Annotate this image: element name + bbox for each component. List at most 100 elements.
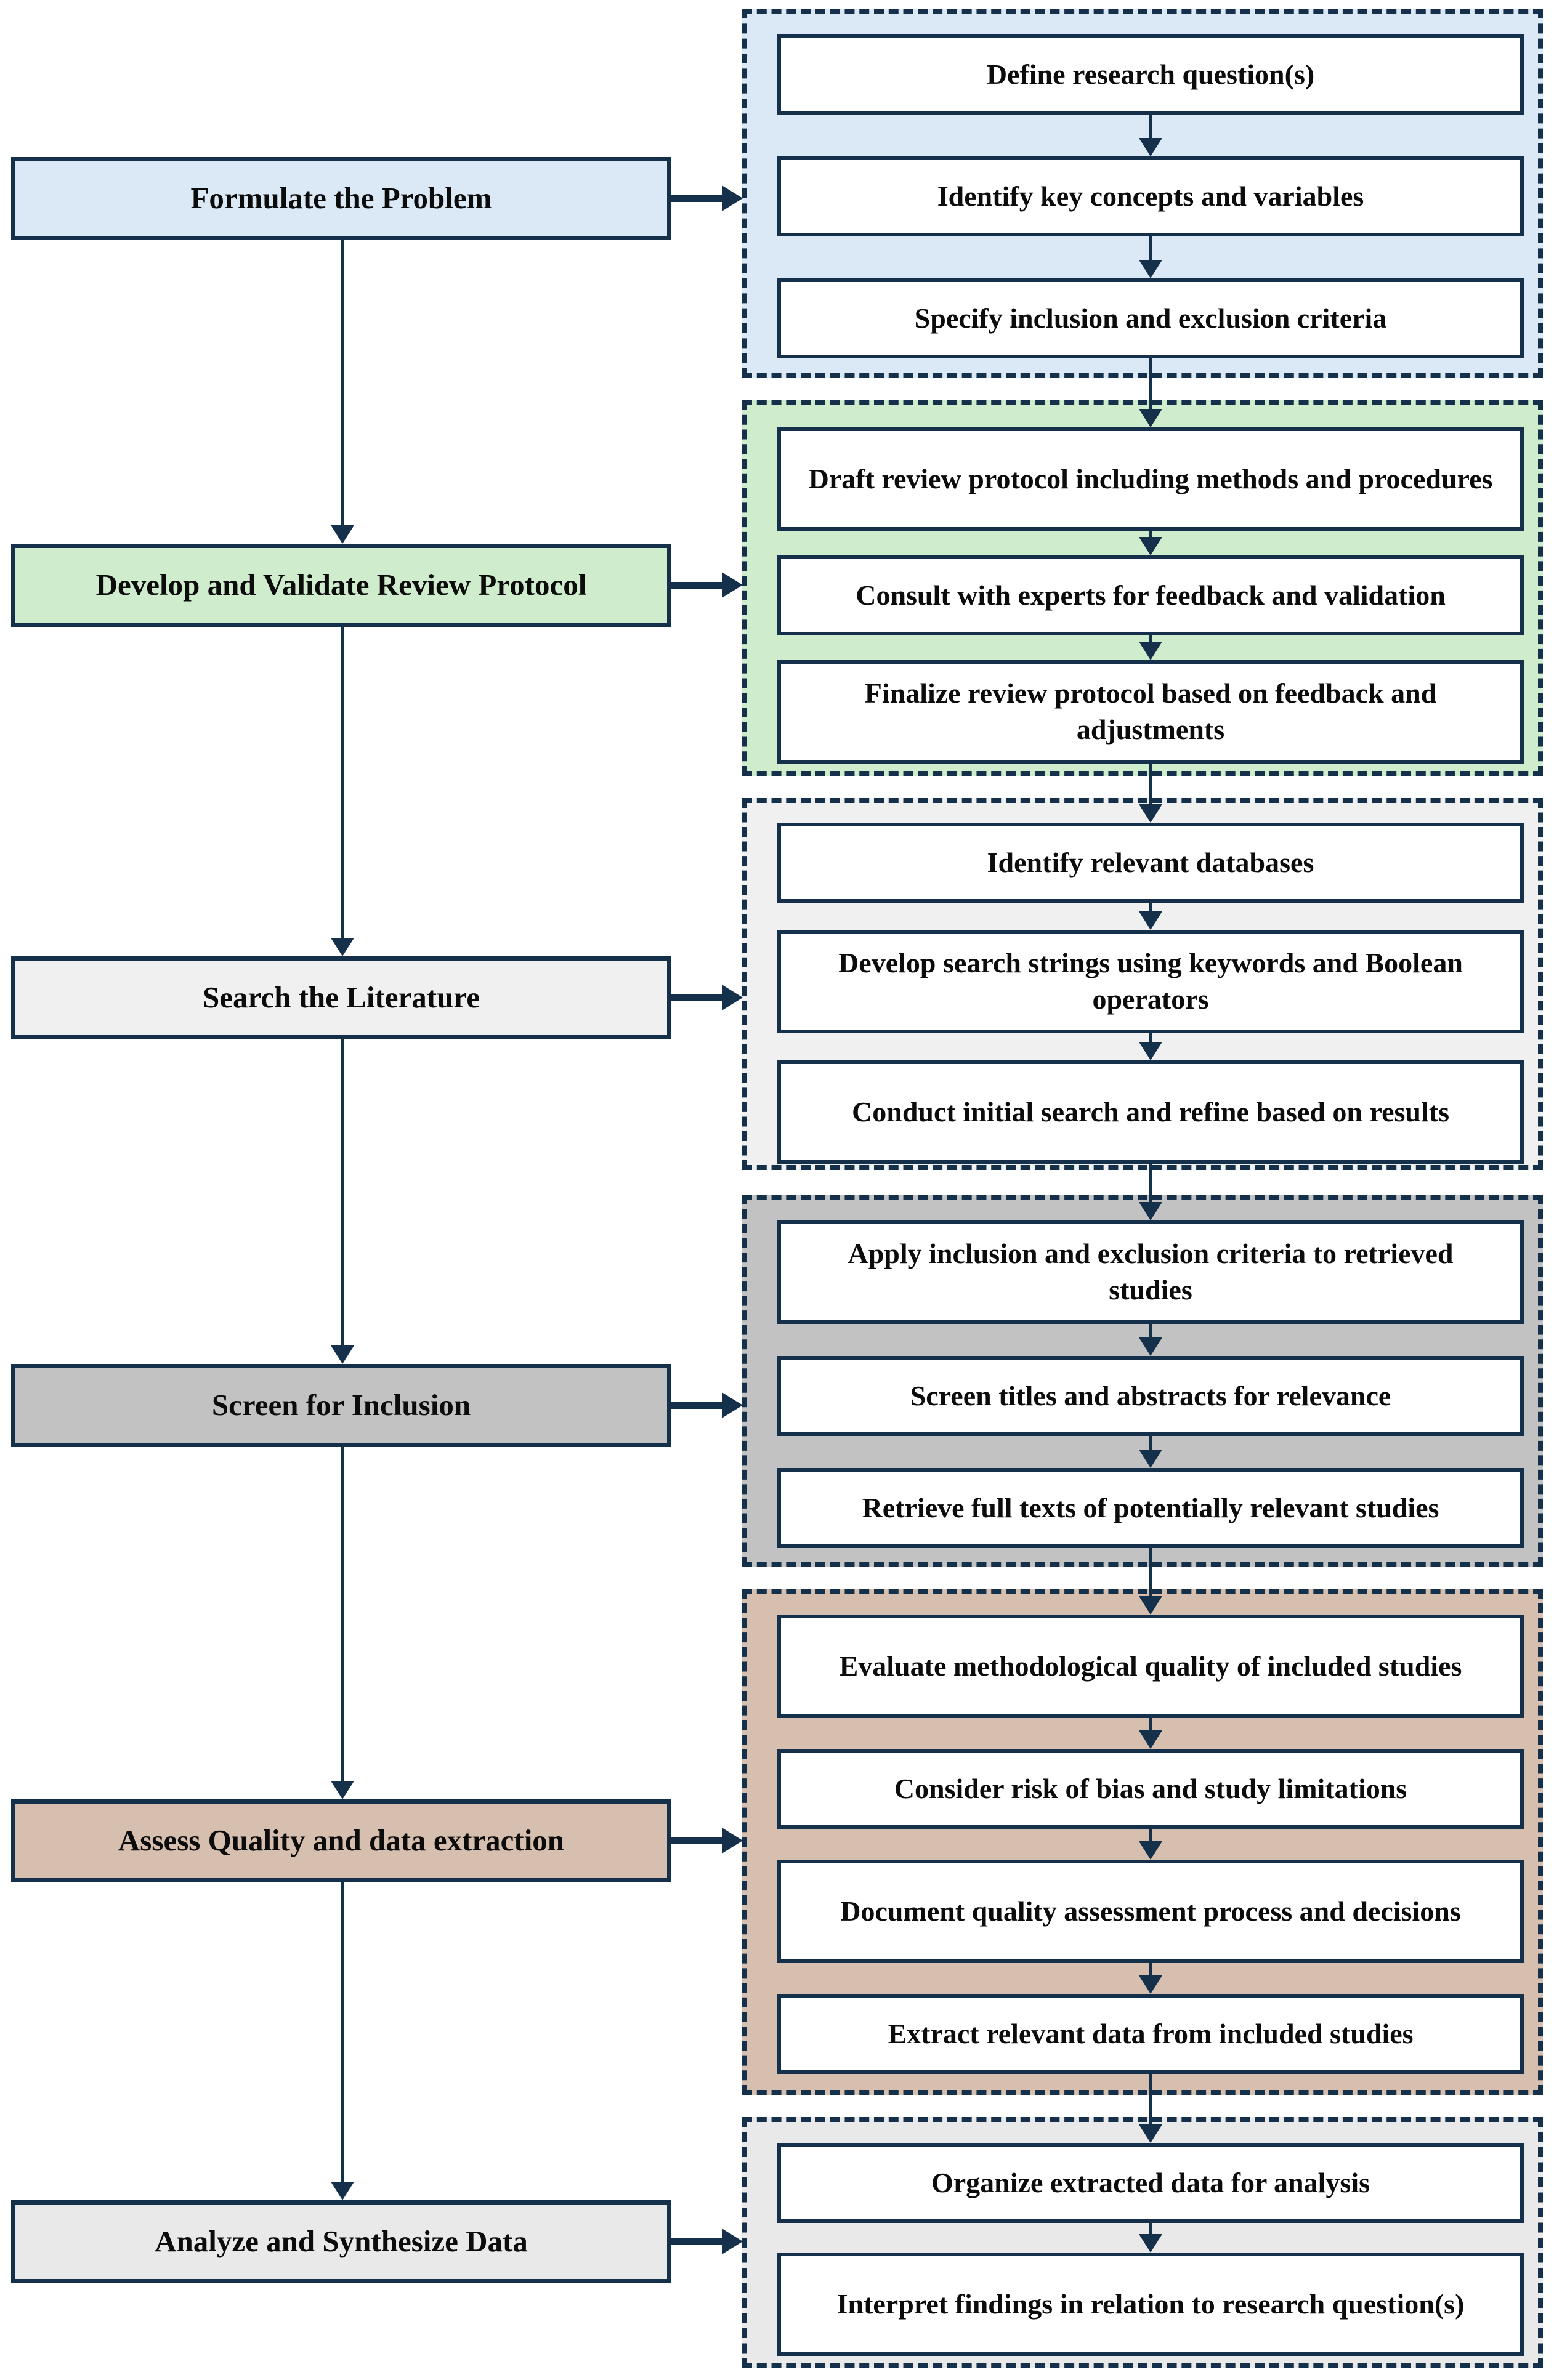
step-box-consider-bias: Consider risk of bias and study limitati…	[777, 1749, 1524, 1829]
connector-stage1-stage2	[341, 240, 344, 526]
arrowhead-g5-s1	[1139, 1596, 1162, 1615]
step-box-specify-criteria: Specify inclusion and exclusion criteria	[777, 278, 1524, 358]
connector-g1-s1-s2	[1149, 115, 1152, 139]
arrowhead-stage5	[331, 1781, 354, 1799]
connector-g4-s2-s3	[1149, 1436, 1152, 1452]
arrowhead-stage6	[331, 2182, 354, 2200]
arrowhead-g4-s3	[1139, 1450, 1162, 1468]
connector-group4-group5	[1149, 1548, 1152, 1599]
arrowhead-g2-s1	[1139, 409, 1162, 427]
arrow-stage5-to-group	[671, 1837, 723, 1844]
step-label: Finalize review protocol based on feedba…	[864, 677, 1437, 745]
connector-g4-s1-s2	[1149, 1324, 1152, 1340]
step-box-document-assessment: Document quality assessment process and …	[777, 1860, 1524, 1963]
step-label: Document quality assessment process and …	[840, 1895, 1461, 1927]
step-box-finalize-protocol: Finalize review protocol based on feedba…	[777, 660, 1524, 764]
arrowhead-g6-s2	[1139, 2234, 1162, 2253]
step-label: Draft review protocol including methods …	[808, 462, 1493, 494]
arrowhead-g3-s1	[1139, 804, 1162, 823]
stage-label-develop-protocol: Develop and Validate Review Protocol	[95, 568, 587, 602]
connector-group2-group3	[1149, 764, 1152, 805]
step-label: Evaluate methodological quality of inclu…	[839, 1650, 1462, 1682]
stage-label-search-literature: Search the Literature	[203, 980, 480, 1015]
arrowhead-group3	[722, 985, 743, 1010]
arrowhead-g6-s1	[1139, 2124, 1162, 2143]
stage-box-develop-protocol: Develop and Validate Review Protocol	[11, 544, 671, 627]
stage-label-assess-quality: Assess Quality and data extraction	[118, 1823, 565, 1858]
stage-label-analyze-synthesize: Analyze and Synthesize Data	[155, 2224, 528, 2259]
step-label: Apply inclusion and exclusion criteria t…	[848, 1238, 1454, 1305]
arrowhead-g3-s3	[1139, 1042, 1162, 1060]
step-label: Conduct initial search and refine based …	[852, 1095, 1449, 1127]
step-box-identify-databases: Identify relevant databases	[777, 823, 1524, 903]
step-box-evaluate-quality: Evaluate methodological quality of inclu…	[777, 1615, 1524, 1718]
step-box-conduct-initial-search: Conduct initial search and refine based …	[777, 1060, 1524, 1164]
arrowhead-g5-s4	[1139, 1975, 1162, 1994]
connector-g5-s2-s3	[1149, 1829, 1152, 1844]
connector-g2-s1-s2	[1149, 531, 1152, 539]
stage-label-screen-inclusion: Screen for Inclusion	[211, 1388, 471, 1422]
step-label: Interpret findings in relation to resear…	[836, 2288, 1465, 2320]
step-box-consult-experts: Consult with experts for feedback and va…	[777, 555, 1524, 635]
connector-g3-s2-s3	[1149, 1033, 1152, 1044]
step-label: Screen titles and abstracts for relevanc…	[910, 1379, 1391, 1411]
step-label: Consider risk of bias and study limitati…	[894, 1772, 1407, 1804]
arrowhead-group4	[722, 1392, 743, 1418]
stage-label-formulate-problem: Formulate the Problem	[190, 181, 492, 216]
connector-group1-group2	[1149, 358, 1152, 410]
arrowhead-stage2	[331, 525, 354, 544]
connector-stage3-stage4	[341, 1039, 344, 1347]
step-box-organize-data: Organize extracted data for analysis	[777, 2143, 1524, 2223]
arrowhead-group2	[722, 572, 743, 598]
step-box-identify-key-concepts: Identify key concepts and variables	[777, 156, 1524, 236]
step-box-interpret-findings: Interpret findings in relation to resear…	[777, 2253, 1524, 2356]
connector-g6-s1-s2	[1149, 2223, 1152, 2237]
connector-g5-s1-s2	[1149, 1718, 1152, 1733]
step-box-retrieve-full-texts: Retrieve full texts of potentially relev…	[777, 1468, 1524, 1548]
arrow-stage6-to-group	[671, 2238, 723, 2245]
step-box-screen-titles-abstracts: Screen titles and abstracts for relevanc…	[777, 1356, 1524, 1436]
arrowhead-g3-s2	[1139, 911, 1162, 930]
connector-g3-s1-s2	[1149, 903, 1152, 914]
connector-stage2-stage3	[341, 627, 344, 939]
step-label: Specify inclusion and exclusion criteria	[914, 302, 1387, 334]
arrow-stage1-to-group	[671, 195, 723, 202]
step-label: Retrieve full texts of potentially relev…	[862, 1491, 1439, 1523]
step-box-apply-criteria: Apply inclusion and exclusion criteria t…	[777, 1220, 1524, 1324]
arrow-stage4-to-group	[671, 1402, 723, 1409]
step-label: Identify relevant databases	[987, 846, 1314, 878]
step-label: Develop search strings using keywords an…	[838, 947, 1463, 1015]
step-label: Identify key concepts and variables	[937, 180, 1364, 212]
arrowhead-stage4	[331, 1345, 354, 1364]
connector-group3-group4	[1149, 1164, 1152, 1204]
connector-g5-s3-s4	[1149, 1963, 1152, 1978]
arrowhead-g5-s3	[1139, 1841, 1162, 1860]
stage-box-analyze-synthesize: Analyze and Synthesize Data	[11, 2200, 671, 2283]
step-label: Consult with experts for feedback and va…	[856, 579, 1446, 611]
step-box-define-research-questions: Define research question(s)	[777, 34, 1524, 115]
connector-stage5-stage6	[341, 1882, 344, 2183]
connector-stage4-stage5	[341, 1447, 344, 1782]
stage-box-formulate-problem: Formulate the Problem	[11, 157, 671, 240]
step-label: Define research question(s)	[986, 58, 1315, 90]
arrowhead-g2-s2	[1139, 537, 1162, 555]
arrowhead-g1-s2	[1139, 138, 1162, 156]
arrowhead-group5	[722, 1828, 743, 1854]
arrowhead-g1-s3	[1139, 260, 1162, 278]
step-box-extract-data: Extract relevant data from included stud…	[777, 1994, 1524, 2074]
arrowhead-stage3	[331, 938, 354, 956]
stage-box-screen-inclusion: Screen for Inclusion	[11, 1364, 671, 1447]
arrowhead-group6	[722, 2229, 743, 2254]
connector-g1-s2-s3	[1149, 236, 1152, 261]
arrowhead-g2-s3	[1139, 642, 1162, 660]
connector-group5-group6	[1149, 2074, 1152, 2127]
arrowhead-g4-s1	[1139, 1202, 1162, 1220]
arrow-stage2-to-group	[671, 582, 723, 589]
arrowhead-g4-s2	[1139, 1337, 1162, 1356]
stage-box-search-literature: Search the Literature	[11, 956, 671, 1039]
arrow-stage3-to-group	[671, 994, 723, 1001]
stage-box-assess-quality: Assess Quality and data extraction	[11, 1799, 671, 1882]
arrowhead-g5-s2	[1139, 1730, 1162, 1749]
arrowhead-group1	[722, 185, 743, 211]
